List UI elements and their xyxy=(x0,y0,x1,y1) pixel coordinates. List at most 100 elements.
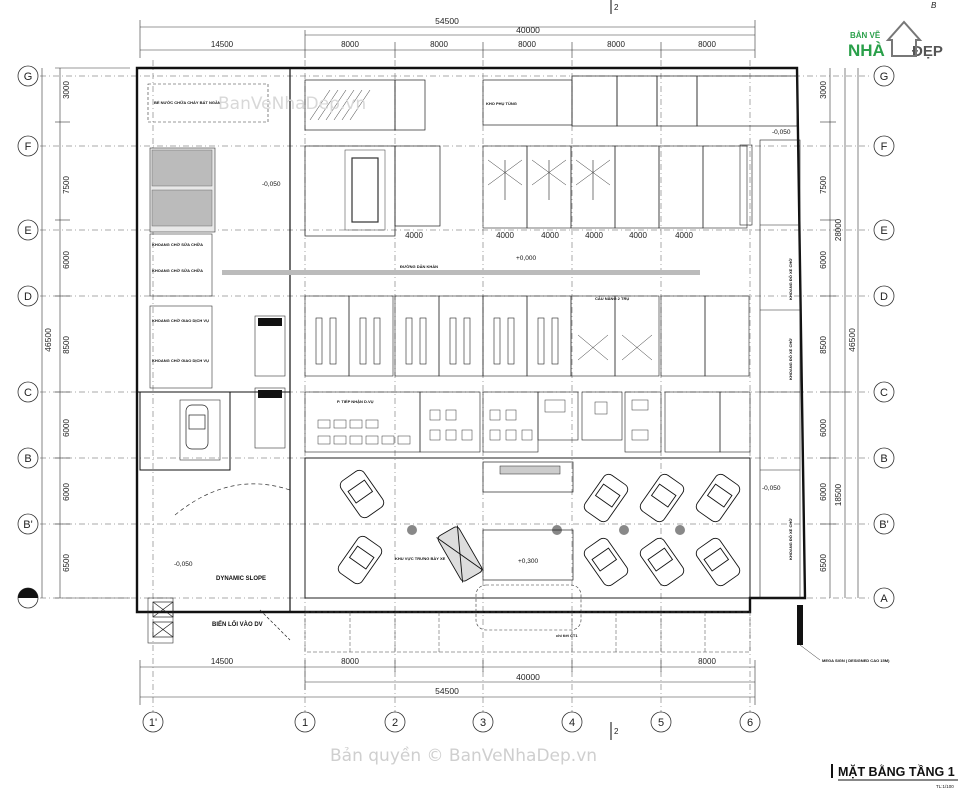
stairs xyxy=(309,89,386,231)
logo-dep: ĐẸP xyxy=(912,43,943,60)
lift-x-marks xyxy=(487,159,611,186)
level-6: -0,050 xyxy=(772,129,791,136)
axis-right-b: B xyxy=(880,453,887,465)
axis-bottom-1: 1 xyxy=(302,717,308,729)
dim-r-row-bp: 6500 xyxy=(819,554,828,572)
office-row xyxy=(304,391,751,453)
dim-4000-d: 4000 xyxy=(585,231,603,240)
dim-row-d: 8500 xyxy=(62,336,71,354)
axis-left-bp: B' xyxy=(23,519,32,531)
stop-sign-2: STOP xyxy=(258,390,282,398)
label-car-wash: CẦU NÂNG 2 TRỤ xyxy=(595,296,629,301)
label-car-detail: KHU VỰC TRƯNG BÀY XE xyxy=(395,556,446,561)
axis-bottom-4: 4 xyxy=(569,717,575,729)
logo-nha: NHÀ xyxy=(848,41,885,60)
axis-right-g: G xyxy=(880,71,889,83)
dim-r-row-e: 6000 xyxy=(819,251,828,269)
level-3: -0,050 xyxy=(174,561,193,568)
section-mark-bottom: 2 xyxy=(614,727,619,736)
dim-r-row-f: 7500 xyxy=(819,176,828,194)
axis-right-f: F xyxy=(881,141,888,153)
axis-bubbles-right xyxy=(873,65,895,609)
label-parking-right-2: KHOANG ĐỖ XE CHỜ xyxy=(788,338,793,380)
house-icon xyxy=(885,20,923,57)
dim-left-span-top: 14500 xyxy=(211,40,234,49)
axis-bottom-5: 5 xyxy=(658,717,664,729)
section-mark-b: B xyxy=(931,1,937,10)
dim-span-bottom-5: 8000 xyxy=(698,657,716,666)
dim-span-top-2: 8000 xyxy=(430,40,448,49)
logo-ban-ve: BẢN VẼ xyxy=(850,31,881,40)
plan-title: MẶT BẰNG TẦNG 1 xyxy=(838,764,955,779)
label-waiting2: KHOANG CHỜ SỬA CHỮA xyxy=(152,268,203,273)
dim-row-g: 3000 xyxy=(62,81,71,99)
dim-row-bp: 6500 xyxy=(62,554,71,572)
dim-4000-f: 4000 xyxy=(675,231,693,240)
dim-4000-b: 4000 xyxy=(496,231,514,240)
label-delivery2: KHOANG CHỜ GIAO DỊCH VỤ xyxy=(152,358,209,363)
office-desks xyxy=(317,399,649,445)
dim-span-top-3: 8000 xyxy=(518,40,536,49)
dim-left-span-bottom: 14500 xyxy=(211,657,234,666)
counter-top xyxy=(499,465,561,475)
service-lifts xyxy=(482,145,748,229)
dim-right-sub-bottom: 18500 xyxy=(834,483,843,506)
dim-row-b: 6000 xyxy=(62,483,71,501)
dim-sub-bottom: 40000 xyxy=(516,672,540,682)
dim-r-row-b: 6000 xyxy=(819,483,828,501)
axis-right-bp: B' xyxy=(879,519,888,531)
axis-left-e: E xyxy=(24,225,31,237)
dim-span-bottom-1: 8000 xyxy=(341,657,359,666)
level-4: +0,300 xyxy=(518,558,538,565)
label-cb-mark: chi tiết CT1 xyxy=(556,633,578,638)
left-dimensions xyxy=(41,67,130,599)
dim-row-c: 6000 xyxy=(62,419,71,437)
corridor-band xyxy=(222,270,700,275)
dim-4000-c: 4000 xyxy=(541,231,559,240)
dim-r-row-d: 8500 xyxy=(819,336,828,354)
top-service xyxy=(304,75,798,237)
axis-right-c: C xyxy=(880,387,888,399)
counter-box xyxy=(482,461,574,493)
axis-left-f: F xyxy=(25,141,32,153)
mega-sign-post xyxy=(797,605,803,645)
dim-right-sub-top: 28000 xyxy=(834,218,843,241)
axis-left-b: B xyxy=(24,453,31,465)
title-block: MẶT BẰNG TẦNG 1 TL:1/100 xyxy=(831,764,958,789)
car-left-middle xyxy=(185,404,209,450)
label-parking-right-3: KHOANG ĐỖ XE CHỜ xyxy=(788,518,793,560)
entry-detail-ring xyxy=(475,584,582,631)
showroom-cars xyxy=(337,469,741,587)
watermark-top: BanVeNhaDep.vn xyxy=(218,94,366,114)
dim-r-row-c: 6000 xyxy=(819,419,828,437)
axis-bottom-6: 6 xyxy=(747,717,753,729)
axis-right-e: E xyxy=(880,225,887,237)
dim-span-top-5: 8000 xyxy=(698,40,716,49)
axis-right-d: D xyxy=(880,291,888,303)
axis-right-a: A xyxy=(880,593,888,605)
label-dynamic-slope: DYNAMIC SLOPE xyxy=(216,576,266,582)
dim-row-f: 7500 xyxy=(62,176,71,194)
dim-left-total: 46500 xyxy=(43,328,53,352)
storage-hatch xyxy=(151,149,213,227)
section-mark-top: 2 xyxy=(614,3,619,12)
dim-span-top-1: 8000 xyxy=(341,40,359,49)
left-bottom xyxy=(152,601,291,641)
level-1: -0,050 xyxy=(262,181,281,188)
level-2: +0,000 xyxy=(516,255,536,262)
label-oil: BỂ NƯỚC CHỮA CHÁY BÁT NGẦM xyxy=(154,100,222,105)
dim-4000-a: 4000 xyxy=(405,231,423,240)
dim-total-bottom: 54500 xyxy=(435,686,459,696)
stop-label-1: STOP xyxy=(262,320,273,325)
axis-bubbles-bottom xyxy=(142,711,761,733)
watermark-bottom: Bản quyền © BanVeNhaDep.vn xyxy=(330,745,597,766)
axis-left-c: C xyxy=(24,387,32,399)
service-bays xyxy=(304,295,750,377)
axis-left-g: G xyxy=(24,71,33,83)
axis-bottom-3: 3 xyxy=(480,717,486,729)
label-parking-right-1: KHOANG ĐỖ XE CHỜ xyxy=(788,258,793,300)
bay-x-lifts xyxy=(577,334,653,361)
bottom-dimensions xyxy=(139,660,756,705)
label-store: KHO PHỤ TÙNG xyxy=(486,101,517,106)
outside-parking xyxy=(304,611,751,653)
